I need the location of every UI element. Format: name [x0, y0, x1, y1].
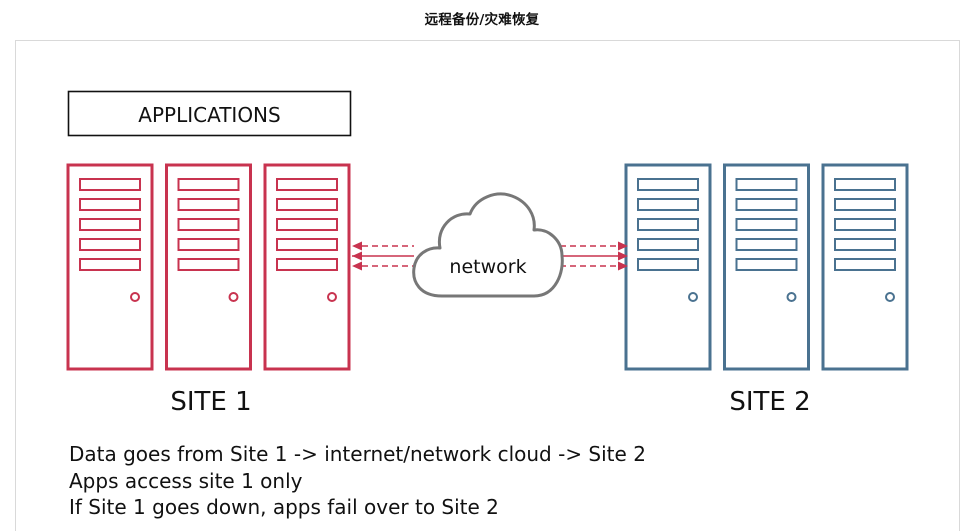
site1-servers	[66, 163, 351, 371]
drive-bay	[735, 258, 798, 271]
arrow-head	[618, 241, 628, 251]
server-icon	[165, 163, 252, 371]
drive-bay	[177, 238, 240, 251]
server-icon	[263, 163, 351, 371]
drive-bay	[276, 218, 338, 231]
note-line: Apps access site 1 only	[69, 468, 303, 493]
drive-bay	[79, 258, 141, 271]
network-cloud-icon: network	[412, 192, 564, 298]
drive-bay	[79, 198, 141, 211]
drive-bay	[276, 238, 338, 251]
drive-bay	[637, 218, 699, 231]
drive-bay	[177, 258, 240, 271]
drive-bay	[637, 238, 699, 251]
drive-bay	[276, 178, 338, 191]
site2-network-arrows	[560, 241, 628, 271]
drive-bay	[177, 218, 240, 231]
drive-bay	[735, 178, 798, 191]
arrow-head	[618, 261, 628, 271]
note-line: If Site 1 goes down, apps fail over to S…	[69, 495, 499, 519]
power-led	[885, 292, 895, 302]
drive-bay	[834, 178, 896, 191]
drive-bay	[79, 238, 141, 251]
diagram-frame	[15, 40, 960, 531]
site1-network-arrows	[352, 241, 414, 271]
notes-list: Data goes from Site 1 -> internet/networ…	[69, 441, 646, 521]
drive-bay	[735, 218, 798, 231]
power-led	[688, 292, 698, 302]
power-led	[228, 292, 239, 302]
arrow-head	[352, 251, 362, 261]
drive-bay	[79, 218, 141, 231]
drive-bay	[177, 178, 240, 191]
drive-bay	[834, 218, 896, 231]
drive-bay	[276, 198, 338, 211]
power-led	[130, 292, 140, 302]
network-label: network	[449, 256, 526, 278]
drive-bay	[735, 238, 798, 251]
note-line: Data goes from Site 1 -> internet/networ…	[69, 442, 646, 466]
applications-label: APPLICATIONS	[138, 103, 280, 127]
site2-label: SITE 2	[729, 387, 810, 417]
arrow-head	[352, 241, 362, 251]
page-title: 远程备份/灾难恢复	[424, 12, 540, 28]
drive-bay	[834, 198, 896, 211]
arrow-head	[618, 251, 628, 261]
server-icon	[66, 163, 154, 371]
site2-servers	[624, 163, 909, 371]
power-led	[786, 292, 797, 302]
drive-bay	[834, 258, 896, 271]
drive-bay	[637, 258, 699, 271]
applications-box: APPLICATIONS	[67, 90, 352, 137]
drive-bay	[276, 258, 338, 271]
arrow-head	[352, 261, 362, 271]
server-icon	[821, 163, 909, 371]
server-icon	[723, 163, 810, 371]
drive-bay	[79, 178, 141, 191]
drive-bay	[637, 178, 699, 191]
drive-bay	[735, 198, 798, 211]
server-icon	[624, 163, 712, 371]
drive-bay	[637, 198, 699, 211]
site1-label: SITE 1	[170, 387, 251, 417]
drive-bay	[177, 198, 240, 211]
drive-bay	[834, 238, 896, 251]
power-led	[327, 292, 337, 302]
